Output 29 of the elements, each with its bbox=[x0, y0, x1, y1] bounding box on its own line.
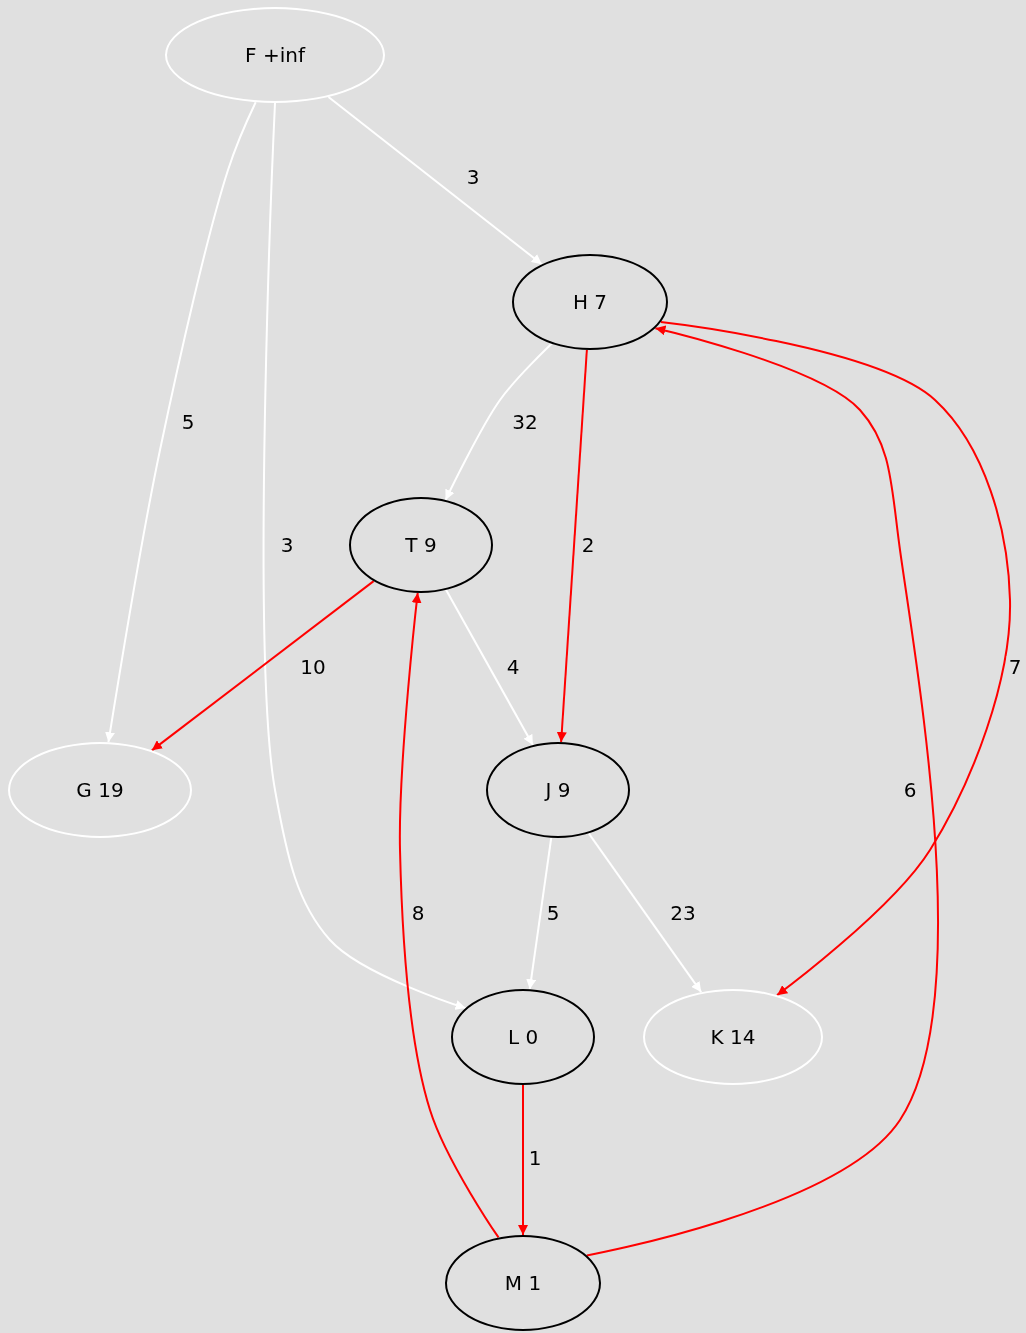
node-label: H 7 bbox=[572, 290, 608, 314]
graph-node bbox=[349, 497, 493, 593]
graph-node bbox=[643, 989, 823, 1085]
arrow bbox=[444, 342, 553, 501]
node-label: L 0 bbox=[507, 1025, 539, 1049]
arrow bbox=[585, 325, 939, 1257]
arrow bbox=[327, 95, 543, 266]
arrow bbox=[445, 589, 534, 746]
graph-node bbox=[165, 7, 385, 103]
node-label: T 9 bbox=[405, 533, 437, 557]
arrow bbox=[526, 836, 553, 991]
arrow bbox=[587, 832, 703, 994]
graph-node bbox=[486, 742, 630, 838]
arrow bbox=[398, 591, 500, 1239]
node-label: M 1 bbox=[504, 1271, 542, 1295]
arrow bbox=[105, 101, 257, 744]
arrow bbox=[150, 580, 375, 752]
arrow bbox=[659, 321, 1011, 997]
graph-node bbox=[445, 1235, 601, 1331]
arrow bbox=[262, 102, 467, 1010]
node-label: G 19 bbox=[76, 778, 124, 802]
graph-node bbox=[8, 742, 192, 838]
node-label: J 9 bbox=[545, 778, 571, 802]
graph-node bbox=[451, 989, 595, 1085]
node-label: K 14 bbox=[710, 1025, 756, 1049]
arrow bbox=[518, 1084, 528, 1236]
node-label: F +inf bbox=[245, 43, 305, 67]
graph-node bbox=[512, 254, 668, 350]
arrow bbox=[556, 348, 588, 744]
